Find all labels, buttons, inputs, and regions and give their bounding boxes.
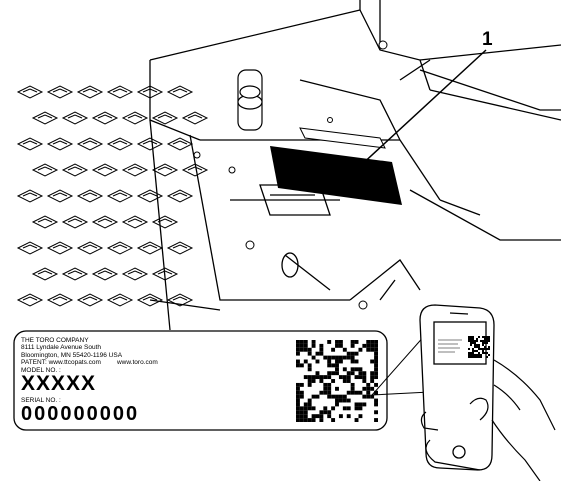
zoom-wedge [371,333,431,396]
phone-screen-text [438,339,462,353]
model-caption: MODEL NO. : [21,366,61,374]
hand-icon [420,359,556,481]
smartphone-icon [419,304,495,471]
bolt [237,69,263,131]
machine-frame [149,0,561,331]
callout-leader-line [358,49,487,168]
phone-screen-qr [468,336,490,358]
company-name: THE TORO COMPANY [21,337,89,344]
qr-code-icon [296,340,378,422]
address-line-1: 8111 Lyndale Avenue South [21,344,101,352]
serial-plate-location [270,146,402,205]
tire-tread [16,85,209,307]
mounting-holes [193,40,388,310]
model-value: XXXXX [21,371,97,395]
website-line: www.toro.com [116,359,158,367]
serial-caption: SERIAL NO. : [21,396,61,404]
address-line-2: Bloomington, MN 55420-1196 USA [21,351,123,359]
serial-value: 000000000 [21,402,140,425]
callout-number: 1 [482,29,493,50]
label-slot [299,127,386,149]
serial-label-text: THE TORO COMPANY 8111 Lyndale Avenue Sou… [21,337,281,424]
serial-label-box [13,330,388,431]
patent-line: PATENT: www.ttcopats.com [21,359,101,367]
